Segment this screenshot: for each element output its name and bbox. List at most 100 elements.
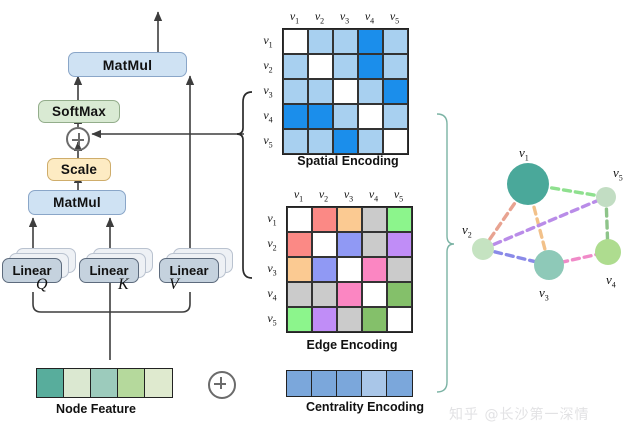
scale-box[interactable]: Scale <box>47 158 111 181</box>
matrix-cell <box>362 232 387 257</box>
matrix-cell <box>383 104 408 129</box>
matrix-cell <box>387 232 412 257</box>
feature-cell <box>337 371 362 396</box>
matrix-cell <box>333 54 358 79</box>
matrix-row-label: v4 <box>267 285 277 302</box>
matrix-cell <box>387 207 412 232</box>
matrix-col-label: v2 <box>318 187 329 204</box>
matrix-cell <box>383 54 408 79</box>
matrix-cell <box>358 104 383 129</box>
matrix-row-label: v5 <box>263 132 273 149</box>
centrality-encoding-bar <box>286 370 413 397</box>
matrix-cell <box>308 79 333 104</box>
matrix-cell <box>358 29 383 54</box>
graph-node-label-v1: v1 <box>519 145 529 163</box>
matrix-row-label: v3 <box>267 260 277 277</box>
matrix-cell <box>358 129 383 154</box>
sum-operator-icon <box>208 371 236 399</box>
matrix-row-label: v1 <box>263 32 273 49</box>
matrix-cell <box>333 129 358 154</box>
graph-edge <box>604 195 610 254</box>
graph-node-v1[interactable] <box>507 163 549 205</box>
matrix-cell <box>283 104 308 129</box>
matrix-row-label: v2 <box>267 235 277 252</box>
matrix-cell <box>283 79 308 104</box>
matrix-cell <box>362 257 387 282</box>
matrix-cell <box>337 282 362 307</box>
matrix-cell <box>312 257 337 282</box>
matrix-col-label: v5 <box>393 187 404 204</box>
matrix-cell <box>362 307 387 332</box>
graph-node-v2[interactable] <box>472 238 494 260</box>
centrality-encoding-caption: Centrality Encoding <box>305 400 425 414</box>
feature-cell <box>118 369 145 397</box>
matrix-row-label: v3 <box>263 82 273 99</box>
watermark: 知乎 @长沙第一深情 <box>449 407 590 423</box>
graph-node-label-v4: v4 <box>606 272 616 290</box>
graph-node-v4[interactable] <box>595 239 621 265</box>
graph-node-v5[interactable] <box>596 187 616 207</box>
softmax-box[interactable]: SoftMax <box>38 100 120 123</box>
matrix-cell <box>283 129 308 154</box>
matrix-cell <box>383 29 408 54</box>
matrix-cell <box>337 257 362 282</box>
matrix-cell <box>383 129 408 154</box>
matrix-cell <box>333 79 358 104</box>
matmul-bottom-label: MatMul <box>53 195 101 210</box>
matrix-col-label: v4 <box>364 9 375 26</box>
matrix-cell <box>387 257 412 282</box>
matrix-row-label: v1 <box>267 210 277 227</box>
feature-cell <box>64 369 91 397</box>
matrix-grid <box>286 206 413 333</box>
matrix-cell <box>312 232 337 257</box>
matrix-row-label: v5 <box>267 310 277 327</box>
spatial-encoding-caption: Spatial Encoding <box>297 154 399 168</box>
matrix-grid <box>282 28 409 155</box>
feature-cell <box>287 371 312 396</box>
graph-edge <box>481 195 608 251</box>
matrix-cell <box>337 307 362 332</box>
matrix-cell <box>283 54 308 79</box>
graph-brace <box>436 113 455 393</box>
matrix-cell <box>337 232 362 257</box>
v-symbol: V <box>169 276 179 293</box>
matrix-cell <box>333 29 358 54</box>
matrix-cell <box>387 307 412 332</box>
linear-box-v[interactable]: Linear <box>159 258 219 283</box>
softmax-label: SoftMax <box>52 104 106 119</box>
linear-box-q[interactable]: Linear <box>2 258 62 283</box>
encoding-brace <box>236 91 253 279</box>
matrix-cell <box>312 207 337 232</box>
matrix-col-label: v1 <box>293 187 304 204</box>
matrix-col-label: v3 <box>343 187 354 204</box>
graph-node-label-v5: v5 <box>613 165 623 183</box>
matmul-bottom-box[interactable]: MatMul <box>28 190 126 215</box>
matrix-cell <box>287 282 312 307</box>
matrix-cell <box>312 307 337 332</box>
matrix-cell <box>312 282 337 307</box>
graph-node-v3[interactable] <box>534 250 564 280</box>
matrix-col-label: v5 <box>389 9 400 26</box>
feature-cell <box>387 371 412 396</box>
matrix-cell <box>287 307 312 332</box>
feature-cell <box>145 369 172 397</box>
matrix-row-label: v4 <box>263 107 273 124</box>
feature-cell <box>91 369 118 397</box>
node-feature-bar <box>36 368 173 398</box>
feature-cell <box>362 371 387 396</box>
matrix-cell <box>362 207 387 232</box>
matrix-cell <box>383 79 408 104</box>
matrix-cell <box>308 54 333 79</box>
matrix-col-label: v2 <box>314 9 325 26</box>
linear-box-k[interactable]: Linear <box>79 258 139 283</box>
matrix-col-label: v1 <box>289 9 300 26</box>
feature-cell <box>37 369 64 397</box>
matrix-cell <box>308 104 333 129</box>
matrix-cell <box>283 29 308 54</box>
matmul-top-box[interactable]: MatMul <box>68 52 187 77</box>
matrix-cell <box>387 282 412 307</box>
graph-node-label-v2: v2 <box>462 222 472 240</box>
matmul-top-label: MatMul <box>102 56 153 73</box>
